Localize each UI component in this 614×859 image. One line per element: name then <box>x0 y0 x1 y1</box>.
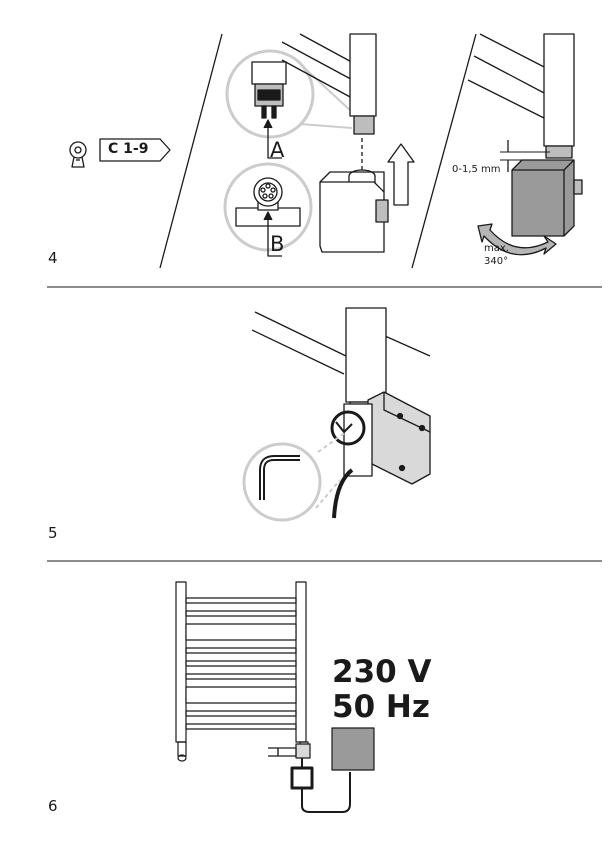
control-box <box>343 391 431 485</box>
callout-a-circle <box>225 49 315 139</box>
gap-dimension-label: 0-1,5 mm <box>452 164 501 175</box>
upward-arrow-icon <box>387 143 415 206</box>
cable-detail-callout <box>242 442 322 522</box>
installed-element-tube <box>543 33 575 147</box>
installed-control-box <box>511 159 583 237</box>
callout-a-pointer <box>267 122 282 159</box>
reference-tag-label: C 1-9 <box>108 141 149 157</box>
radiator-rail <box>473 55 547 95</box>
wrench-gear-icon <box>69 141 87 168</box>
reference-tag-outline <box>99 138 171 162</box>
callout-b-label: B <box>270 232 285 256</box>
panel-divider-right <box>411 33 477 269</box>
voltage-label: 230 V <box>332 654 432 690</box>
locking-ring <box>330 410 366 446</box>
step-4-illustration <box>69 33 583 269</box>
heating-element-tube <box>349 33 377 117</box>
step-number: 4 <box>48 249 58 267</box>
power-cable <box>301 772 351 813</box>
power-cable <box>332 468 354 519</box>
rotation-limit-label-line1: max. <box>484 243 509 254</box>
step-6-illustration <box>175 581 375 813</box>
callout-a-connector <box>299 63 353 129</box>
callout-a-element-detail <box>251 61 287 119</box>
radiator-rail <box>467 79 545 119</box>
towel-radiator <box>175 581 309 762</box>
power-plug-icon <box>331 727 375 771</box>
callout-a-label: A <box>270 138 285 162</box>
radiator-rail <box>254 311 347 357</box>
heating-element-control <box>268 743 314 790</box>
callout-b-pointer <box>267 214 282 257</box>
radiator-rail <box>281 59 353 99</box>
radiator-rail <box>281 41 361 85</box>
frequency-label: 50 Hz <box>332 689 430 725</box>
control-box-exploded <box>319 169 389 253</box>
heating-element-tube <box>345 307 387 403</box>
panel-divider-left <box>159 33 223 269</box>
rotation-arrow-icon <box>477 223 557 256</box>
step-number: 5 <box>48 524 58 542</box>
heating-element-thread <box>353 115 375 135</box>
radiator-rail <box>479 33 551 71</box>
step-number: 6 <box>48 797 58 815</box>
radiator-rail <box>251 329 345 375</box>
rotation-limit-label-line2: 340° <box>484 256 509 267</box>
radiator-rail <box>384 335 431 357</box>
step-5-illustration <box>242 307 431 522</box>
